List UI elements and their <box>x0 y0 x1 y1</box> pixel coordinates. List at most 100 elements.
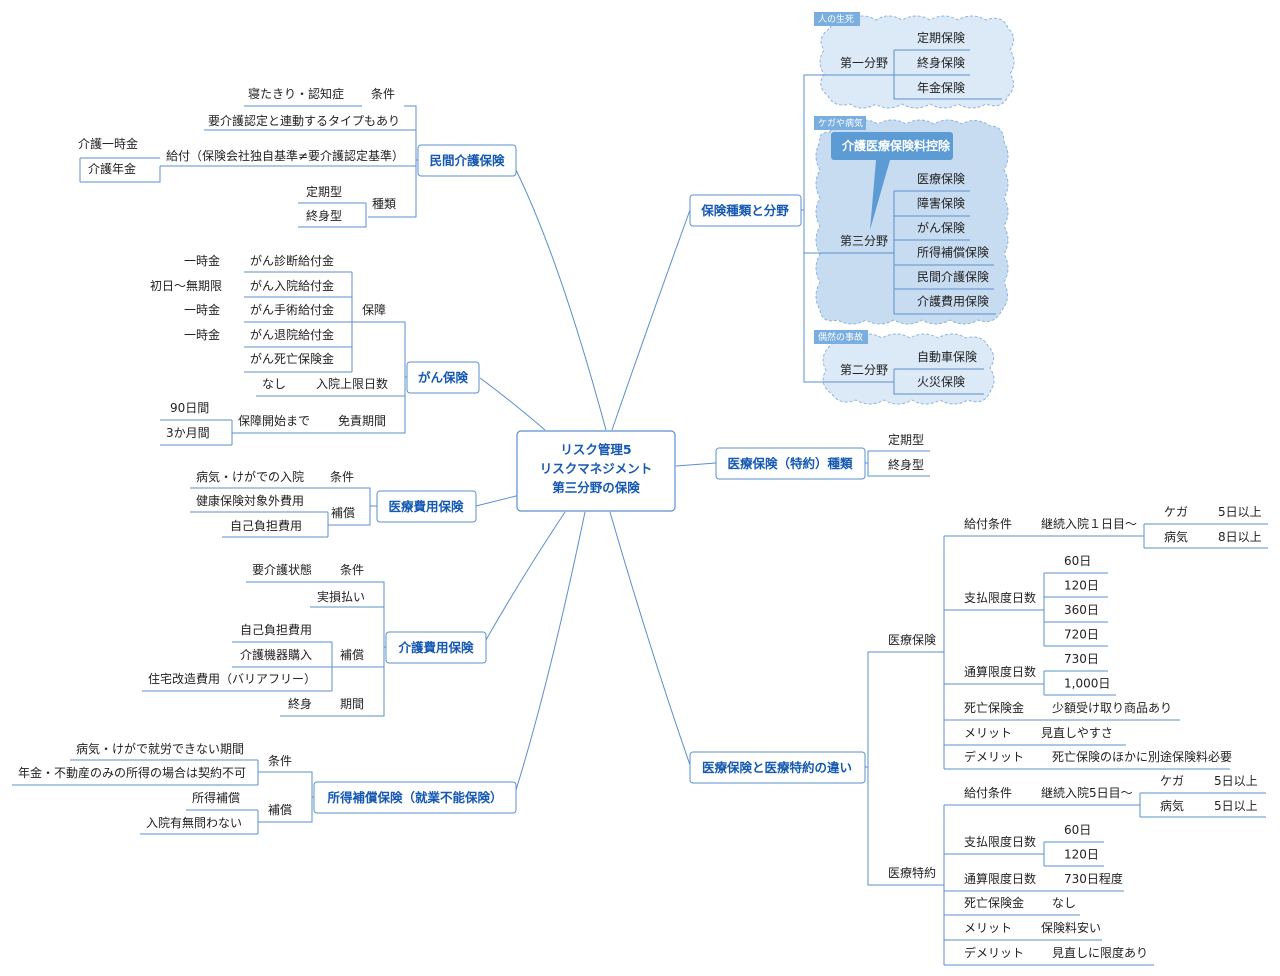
callout-deduction[interactable]: 介護医療保険料控除 <box>841 138 951 153</box>
diff-medical-byoki: 病気 <box>1164 529 1188 544</box>
private-care-type-a: 定期型 <box>306 184 342 199</box>
care-cost-period-val: 終身 <box>288 696 312 711</box>
tag-accident: 偶然の事故 <box>818 331 863 343</box>
diff-medical-shibo: 死亡保険金 <box>964 700 1024 715</box>
diff-medical-tsusan-item: 730日 <box>1064 652 1099 666</box>
private-care-benefit: 給付（保険会社独自基準≠要介護認定基準） <box>166 148 404 163</box>
branch-rider-types: 医療保険（特約）種類 定期型 終身型 <box>715 432 930 480</box>
private-care-condition-key: 条件 <box>371 87 395 101</box>
central-line-2: リスクマネジメント <box>540 461 653 476</box>
cancer-exempt-a: 90日間 <box>170 401 209 415</box>
field-second-item: 自動車保険 <box>917 350 977 364</box>
private-care-benefit-b: 介護年金 <box>88 161 136 176</box>
diff-medical-name: 医療保険 <box>888 633 936 647</box>
diff-rider-byoki: 病気 <box>1160 798 1184 813</box>
tag-life-death-bg <box>814 12 860 26</box>
diff-medical-kega: ケガ <box>1164 505 1188 519</box>
center-connectors <box>475 169 717 791</box>
care-cost-condition-val: 要介護状態 <box>252 562 312 577</box>
diff-rider-shiharai: 支払限度日数 <box>964 834 1036 849</box>
diff-rider-kega: ケガ <box>1160 774 1184 788</box>
topic-income: 所得補償保険（就業不能保険） <box>327 790 502 805</box>
diff-medical-merit: メリット <box>964 726 1012 740</box>
field-second: 第二分野 <box>840 363 888 377</box>
cancer-cover-term: 一時金 <box>184 253 220 268</box>
cancer-cover-item: がん診断給付金 <box>250 253 334 268</box>
diff-rider-kyufu: 給付条件 <box>964 786 1012 800</box>
branch-differences: 医療保険と医療特約の違い <box>689 505 1268 966</box>
diff-rider-demerit-val: 見直しに限度あり <box>1052 945 1148 960</box>
callout-box <box>831 132 953 160</box>
income-comp-b: 入院有無問わない <box>146 815 242 830</box>
medical-cost-condition-key: 条件 <box>330 470 354 484</box>
income-condition-key: 条件 <box>268 754 292 768</box>
diff-rider-shibo: 死亡保険金 <box>964 895 1024 910</box>
diff-medical-kega-val: 5日以上 <box>1218 505 1262 519</box>
central-line-1: リスク管理5 <box>560 442 631 457</box>
cancer-days-key: 入院上限日数 <box>316 376 388 391</box>
cancer-cover-item: がん死亡保険金 <box>250 351 334 366</box>
cancer-cover-key: 保障 <box>362 302 386 317</box>
cancer-cover-list: 一時金がん診断給付金初日～無期限がん入院給付金一時金がん手術給付金一時金がん退院… <box>150 253 334 366</box>
cancer-exempt-b: 3か月間 <box>166 426 210 440</box>
private-care-benefit-a: 介護一時金 <box>78 136 138 151</box>
care-cost-period-key: 期間 <box>340 697 364 711</box>
diff-medical-demerit-val: 死亡保険のほかに別途保険料必要 <box>1052 749 1232 764</box>
cloud-third-field <box>815 119 1009 325</box>
care-cost-comp-a: 自己負担費用 <box>240 622 312 637</box>
branch-cancer: がん保険 保障 一時金がん診断給付金初日～無期限がん入院給付金一時金がん手術給付… <box>150 253 480 446</box>
private-care-condition-val: 寝たきり・認知症 <box>248 86 344 101</box>
field-third-item: がん保険 <box>917 220 965 235</box>
medical-cost-comp-a: 健康保険対象外費用 <box>196 493 304 508</box>
rider-type-b: 終身型 <box>888 457 924 472</box>
diff-rider-merit-val: 保険料安い <box>1041 920 1101 935</box>
field-third-item: 所得補償保険 <box>917 245 989 260</box>
care-cost-condition-key: 条件 <box>340 563 364 577</box>
field-third-item: 障害保険 <box>917 196 965 211</box>
field-third-item: 医療保険 <box>917 172 965 186</box>
diff-rider-byoki-val: 5日以上 <box>1214 799 1258 813</box>
field-first-item: 終身保険 <box>917 55 965 70</box>
diff-rider-tsusan: 通算限度日数 <box>964 871 1036 886</box>
cancer-cover-item: がん退院給付金 <box>250 327 334 342</box>
cancer-exempt-mid: 保障開始まで <box>238 413 310 428</box>
cancer-exempt-key: 免責期間 <box>338 413 386 428</box>
diff-medical-shiharai-item: 120日 <box>1064 579 1099 593</box>
private-care-type-key: 種類 <box>372 197 396 211</box>
medical-cost-comp-b: 自己負担費用 <box>230 518 302 533</box>
rider-type-a: 定期型 <box>888 432 924 447</box>
care-cost-comp-key: 補償 <box>340 648 364 662</box>
cancer-cover-term: 初日～無期限 <box>150 278 222 293</box>
cancer-days-val: なし <box>262 377 286 391</box>
diff-rider-shibo-val: なし <box>1052 896 1076 910</box>
callout-pointer <box>870 160 890 230</box>
diff-medical-shiharai: 支払限度日数 <box>964 590 1036 605</box>
tag-accident-bg <box>814 330 868 344</box>
field-first-item: 定期保険 <box>917 30 965 45</box>
diff-rider-kyufu-val: 継続入院5日目～ <box>1041 785 1133 800</box>
medical-cost-comp-key: 補償 <box>331 506 355 520</box>
care-cost-actual: 実損払い <box>317 589 365 604</box>
diff-medical-merit-val: 見直しやすさ <box>1041 726 1113 740</box>
diff-medical-kyufu-val: 継続入院１日目～ <box>1041 516 1137 531</box>
diff-medical-shibo-val: 少額受け取り商品あり <box>1052 700 1172 715</box>
diff-medical-kyufu: 給付条件 <box>964 517 1012 531</box>
private-care-linked: 要介護認定と連動するタイプもあり <box>208 113 400 128</box>
cloud-first-field <box>819 15 1015 109</box>
central-topic[interactable]: リスク管理5 リスクマネジメント 第三分野の保険 <box>516 430 676 512</box>
topic-private-care: 民間介護保険 <box>429 153 505 168</box>
field-second-item: 火災保険 <box>917 375 965 389</box>
diff-rider-demerit: デメリット <box>964 945 1024 960</box>
tag-injury-illness: ケガや病気 <box>818 117 863 129</box>
branch-income: 所得補償保険（就業不能保険） 条件 病気・けがで就労できない期間 年金・不動産の… <box>12 741 517 835</box>
field-third: 第三分野 <box>840 234 888 248</box>
diff-rider-merit: メリット <box>964 921 1012 935</box>
cancer-cover-item: がん手術給付金 <box>250 302 334 317</box>
diff-rider-shiharai-item: 60日 <box>1064 823 1091 837</box>
